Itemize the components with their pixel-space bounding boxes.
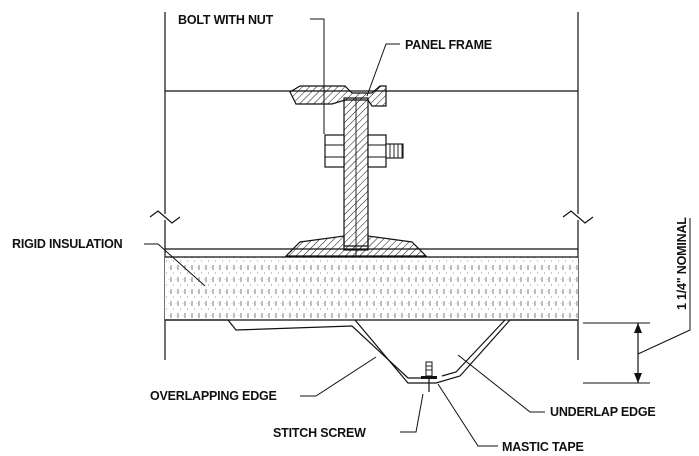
bolt-with-nut-label: BOLT WITH NUT [178, 13, 274, 27]
panel-skin-joint [165, 319, 578, 384]
mastic-tape-label: MASTIC TAPE [502, 440, 584, 454]
label-leaders [144, 18, 545, 447]
nominal-dimension-label: 1 1/4" NOMINAL [675, 217, 689, 310]
panel-frame [284, 85, 428, 257]
rigid-insulation-label: RIGID INSULATION [12, 237, 123, 251]
panel-frame-label: PANEL FRAME [405, 38, 492, 52]
stitch-screw [421, 361, 437, 392]
nominal-dimension [583, 218, 691, 384]
bolt-with-nut [324, 134, 404, 168]
overlapping-edge-label: OVERLAPPING EDGE [150, 389, 277, 403]
underlap-edge-label: UNDERLAP EDGE [550, 405, 656, 419]
wall-outline [149, 12, 594, 360]
stitch-screw-label: STITCH SCREW [273, 426, 366, 440]
rigid-insulation [165, 248, 578, 321]
